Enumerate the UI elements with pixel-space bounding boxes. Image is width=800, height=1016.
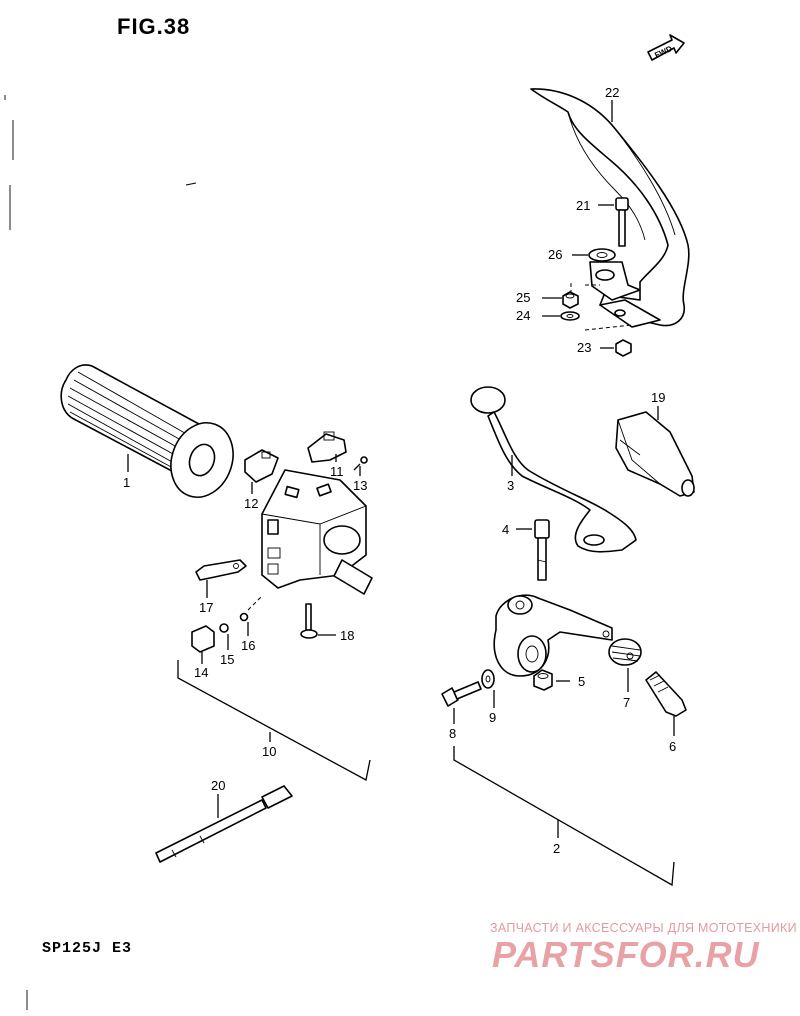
callout-2: 2 — [553, 841, 560, 856]
callout-19: 19 — [651, 390, 665, 405]
part-1-grip — [60, 364, 234, 498]
callout-9: 9 — [489, 710, 496, 725]
callout-22: 22 — [605, 85, 619, 100]
callout-24: 24 — [516, 308, 530, 323]
part-16-screw — [239, 595, 263, 622]
watermark-logo: PARTSFOR.RU — [492, 934, 760, 975]
part-20-band — [155, 785, 293, 863]
part-13-screw — [353, 456, 368, 471]
callout-3: 3 — [507, 478, 514, 493]
callout-20: 20 — [211, 778, 225, 793]
part-15-screw — [219, 623, 229, 633]
callout-6: 6 — [669, 739, 676, 754]
callout-12: 12 — [244, 496, 258, 511]
fwd-label: FWD — [653, 44, 674, 60]
callout-labels: 1 2 3 4 5 6 7 8 9 10 11 12 13 14 15 16 1… — [123, 85, 676, 856]
callout-8: 8 — [449, 726, 456, 741]
callout-23: 23 — [577, 340, 591, 355]
callout-16: 16 — [241, 638, 255, 653]
scan-edge-marks — [4, 95, 197, 1010]
part-12-knob — [244, 449, 279, 483]
part-8-bolt — [441, 681, 482, 707]
part-23-nut — [615, 339, 632, 357]
assembly-bracket-2 — [453, 746, 675, 887]
part-3-lever — [470, 386, 637, 553]
watermark-caption: ЗАПЧАСТИ И АКСЕССУАРЫ ДЛЯ МОТОТЕХНИКИ — [490, 921, 797, 935]
part-14-switch — [191, 625, 215, 653]
part-26-cushion — [588, 248, 616, 262]
callout-7: 7 — [623, 695, 630, 710]
part-19-boot — [615, 411, 695, 497]
part-21-bolt — [615, 197, 629, 247]
callout-13: 13 — [353, 478, 367, 493]
part-9-washer — [481, 669, 495, 689]
callout-17: 17 — [199, 600, 213, 615]
figure-title: FIG.38 — [117, 14, 191, 39]
assembly-bracket-10 — [177, 660, 371, 781]
part-25-nut — [562, 291, 579, 309]
part-10-switch-housing — [261, 469, 373, 595]
part-2-lever-holder — [493, 594, 613, 677]
fwd-arrow-icon: FWD — [647, 34, 685, 61]
callout-25: 25 — [516, 290, 530, 305]
callout-14: 14 — [194, 665, 208, 680]
callout-18: 18 — [340, 628, 354, 643]
callout-10: 10 — [262, 744, 276, 759]
callout-4: 4 — [502, 522, 509, 537]
callout-5: 5 — [578, 674, 585, 689]
part-17-clip — [195, 559, 247, 581]
part-18-screw — [300, 603, 318, 639]
callout-21: 21 — [576, 198, 590, 213]
part-5-nut — [533, 669, 553, 691]
part-6-adjuster — [645, 671, 687, 717]
callout-26: 26 — [548, 247, 562, 262]
callout-1: 1 — [123, 475, 130, 490]
leader-lines — [127, 100, 675, 838]
model-code: SP125J E3 — [42, 940, 133, 957]
part-24-washer — [560, 311, 580, 321]
callout-15: 15 — [220, 652, 234, 667]
part-7-lock-nut — [608, 638, 642, 666]
part-4-bolt — [534, 519, 550, 581]
callout-11: 11 — [330, 464, 344, 479]
part-22-guard — [530, 88, 690, 328]
part-11-knob — [307, 431, 347, 463]
